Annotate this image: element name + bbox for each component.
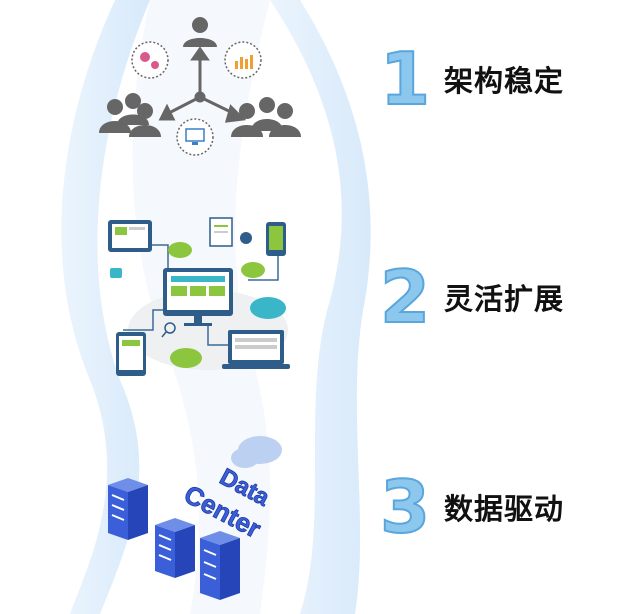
feature-label-2: 灵活扩展 — [444, 282, 565, 316]
number-badge-1: 1 — [379, 38, 431, 118]
number-badge-3: 3 — [379, 466, 431, 546]
feature-label-1: 架构稳定 — [444, 64, 565, 98]
server-rack-mid — [155, 518, 195, 578]
ribbon-left — [61, 0, 150, 614]
feature-item-1: 1 架构稳定 — [370, 38, 620, 118]
devices-cloud-icon — [108, 217, 290, 376]
ribbon-right — [270, 0, 371, 614]
feature-item-3: 3 数据驱动 — [370, 466, 620, 546]
svg-text:2: 2 — [380, 256, 430, 336]
svg-text:1: 1 — [380, 38, 430, 118]
data-center-icon: Data Center — [108, 436, 282, 600]
people-network-icon — [99, 17, 301, 156]
feature-item-2: 2 灵活扩展 — [370, 256, 620, 336]
number-badge-2: 2 — [379, 256, 431, 336]
server-rack-front — [200, 531, 240, 600]
svg-text:3: 3 — [380, 466, 430, 546]
feature-label-3: 数据驱动 — [444, 492, 565, 526]
server-rack-left — [108, 478, 148, 540]
